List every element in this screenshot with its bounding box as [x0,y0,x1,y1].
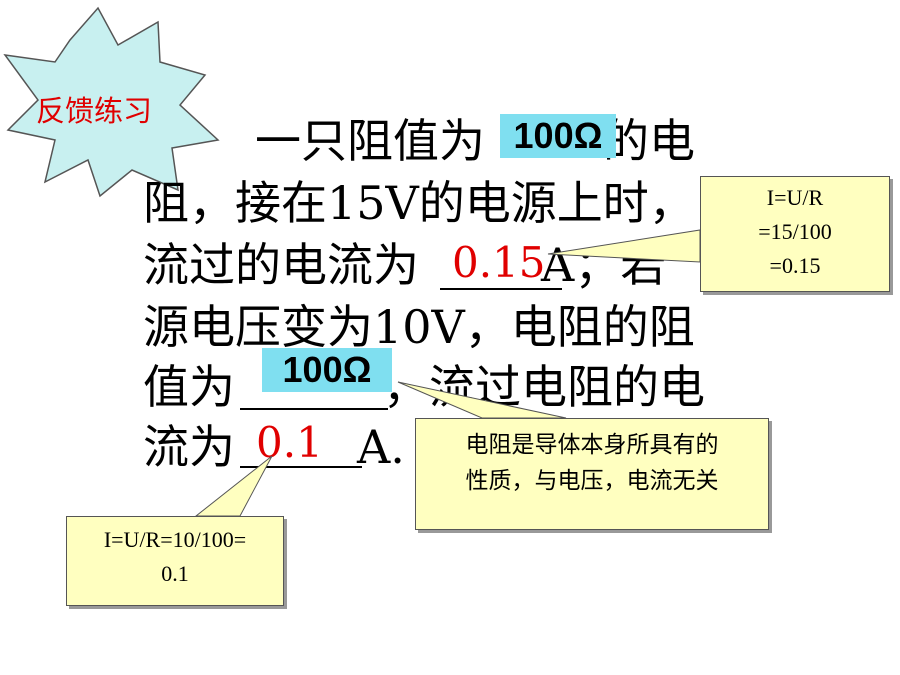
blank-2-underline [240,408,388,410]
property-line-1: 电阻是导体本身所具有的 [465,432,719,458]
calc1-line-2: =15/100 [758,219,832,244]
property-line-2: 性质，与电压，电流无关 [465,468,719,494]
badge-label: 反馈练习 [36,94,153,128]
calc2-pointer [194,455,273,517]
blank-1-underline [440,288,562,290]
property-callout: 电阻是导体本身所具有的 性质，与电压，电流无关 [415,418,769,530]
calc1-callout: I=U/R =15/100 =0.15 [700,176,890,292]
blank-3-underline [240,466,362,468]
calc1-pointer [547,229,701,263]
calc2-line-1: I=U/R=10/100= [103,527,247,552]
answer-3: 0.1 [256,418,323,467]
problem-line-1: 一只阻值为的电 [255,114,695,168]
property-pointer [397,381,567,419]
calc2-callout: I=U/R=10/100= 0.1 [66,516,284,606]
calc1-line-3: =0.15 [769,253,821,278]
answer-1: 0.15 [452,238,546,287]
resistance-chip: 100Ω [500,114,616,158]
starburst-badge [3,6,220,198]
problem-line-2: 阻，接在15V的电源上时， [143,176,695,230]
starburst-shape [3,6,220,198]
problem-line-4: 源电压变为10V，电阻的阻 [143,300,695,354]
answer-2: 100Ω [262,348,392,392]
problem-line-5: 值为，流过电阻的电 [143,360,705,414]
calc2-line-2: 0.1 [161,561,189,586]
calc1-line-1: I=U/R [766,185,824,210]
